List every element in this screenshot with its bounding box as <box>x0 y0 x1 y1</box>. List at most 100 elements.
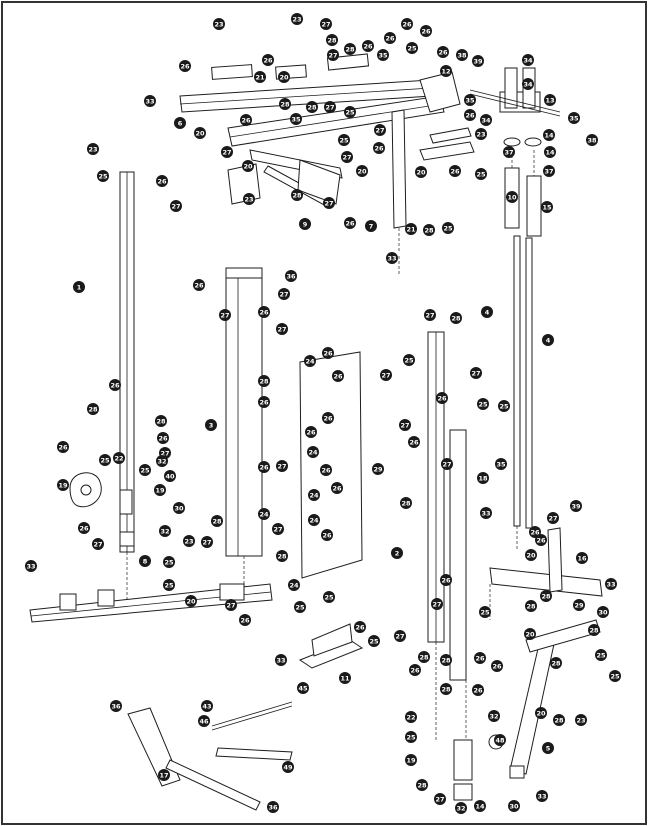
part-callout-26: 26 <box>344 217 356 229</box>
callout-badge <box>291 189 303 201</box>
callout-badge <box>326 34 338 46</box>
part-callout-26: 26 <box>258 461 270 473</box>
callout-badge <box>547 512 559 524</box>
callout-number: 9 <box>303 221 308 229</box>
callout-number: 28 <box>401 500 411 508</box>
callout-badge <box>194 127 206 139</box>
callout-badge <box>475 168 487 180</box>
part-callout-37: 37 <box>503 146 515 158</box>
callout-badge <box>25 560 37 572</box>
part-callout-34: 34 <box>522 54 534 66</box>
callout-badge <box>73 281 85 293</box>
part-callout-28: 28 <box>440 654 452 666</box>
callout-badge <box>525 600 537 612</box>
callout-number: 2 <box>395 550 400 558</box>
callout-number: 28 <box>526 603 536 611</box>
callout-badge <box>92 538 104 550</box>
part-callout-28: 28 <box>279 98 291 110</box>
callout-number: 27 <box>171 203 180 211</box>
callout-number: 26 <box>345 220 355 228</box>
callout-number: 7 <box>369 223 374 231</box>
callout-number: 20 <box>525 631 535 639</box>
callout-number: 1 <box>77 284 82 292</box>
callout-badge <box>553 714 565 726</box>
callout-badge <box>276 460 288 472</box>
callout-badge <box>243 193 255 205</box>
callout-number: 34 <box>523 81 533 89</box>
part-callout-27: 27 <box>276 323 288 335</box>
callout-number: 8 <box>143 558 148 566</box>
callout-number: 39 <box>571 503 581 511</box>
callout-number: 33 <box>537 793 546 801</box>
part-callout-36: 36 <box>267 801 279 813</box>
callout-number: 27 <box>273 526 282 534</box>
callout-number: 33 <box>481 510 490 518</box>
callout-number: 26 <box>157 178 167 186</box>
part-callout-25: 25 <box>405 731 417 743</box>
part-callout-27: 27 <box>272 523 284 535</box>
callout-number: 26 <box>240 617 250 625</box>
part-callout-23: 23 <box>87 143 99 155</box>
callout-badge <box>424 309 436 321</box>
part-callout-46: 46 <box>198 715 210 727</box>
part-callout-25: 25 <box>139 464 151 476</box>
part-callout-26: 26 <box>437 46 449 58</box>
callout-badge <box>113 452 125 464</box>
part-callout-22: 22 <box>405 711 417 723</box>
callout-number: 5 <box>546 745 551 753</box>
part-callout-27: 27 <box>394 630 406 642</box>
callout-number: 19 <box>58 482 68 490</box>
part-callout-25: 25 <box>406 42 418 54</box>
callout-number: 35 <box>569 115 579 123</box>
callout-badge <box>373 142 385 154</box>
callout-badge <box>377 49 389 61</box>
callout-number: 26 <box>333 373 343 381</box>
callout-badge <box>440 574 452 586</box>
part-callout-28: 28 <box>400 497 412 509</box>
callout-badge <box>464 109 476 121</box>
callout-number: 17 <box>159 772 168 780</box>
callout-number: 26 <box>194 282 204 290</box>
callout-number: 16 <box>577 555 587 563</box>
part-callout-3: 3 <box>205 419 217 431</box>
callout-badge <box>279 98 291 110</box>
callout-badge <box>401 18 413 30</box>
callout-badge <box>522 78 534 90</box>
callout-badge <box>322 412 334 424</box>
callout-number: 27 <box>277 463 286 471</box>
callout-number: 20 <box>536 710 546 718</box>
part-callout-27: 27 <box>221 146 233 158</box>
callout-number: 26 <box>441 577 451 585</box>
callout-number: 20 <box>195 130 205 138</box>
callout-badge <box>258 375 270 387</box>
part-callout-28: 28 <box>416 779 428 791</box>
callout-number: 26 <box>241 117 251 125</box>
callout-badge <box>211 515 223 527</box>
callout-number: 40 <box>165 473 175 481</box>
callout-number: 20 <box>279 74 289 82</box>
callout-number: 35 <box>378 52 388 60</box>
callout-number: 28 <box>424 227 434 235</box>
part-callout-16: 16 <box>576 552 588 564</box>
callout-number: 26 <box>355 624 365 632</box>
callout-number: 28 <box>441 686 451 694</box>
part-callout-28: 28 <box>418 651 430 663</box>
callout-badge <box>380 369 392 381</box>
callout-badge <box>455 802 467 814</box>
callout-number: 26 <box>321 467 331 475</box>
callout-badge <box>508 800 520 812</box>
part-callout-28: 28 <box>344 43 356 55</box>
part-callout-13: 13 <box>544 94 556 106</box>
part-callout-26: 26 <box>331 482 343 494</box>
part-callout-26: 26 <box>305 426 317 438</box>
callout-badge <box>282 761 294 773</box>
callout-badge <box>440 654 452 666</box>
part-callout-32: 32 <box>159 525 171 537</box>
callout-number: 27 <box>548 515 557 523</box>
part-callout-23: 23 <box>183 535 195 547</box>
callout-number: 27 <box>425 312 434 320</box>
part-callout-28: 28 <box>450 312 462 324</box>
callout-number: 14 <box>475 803 485 811</box>
part-callout-24: 24 <box>258 508 270 520</box>
